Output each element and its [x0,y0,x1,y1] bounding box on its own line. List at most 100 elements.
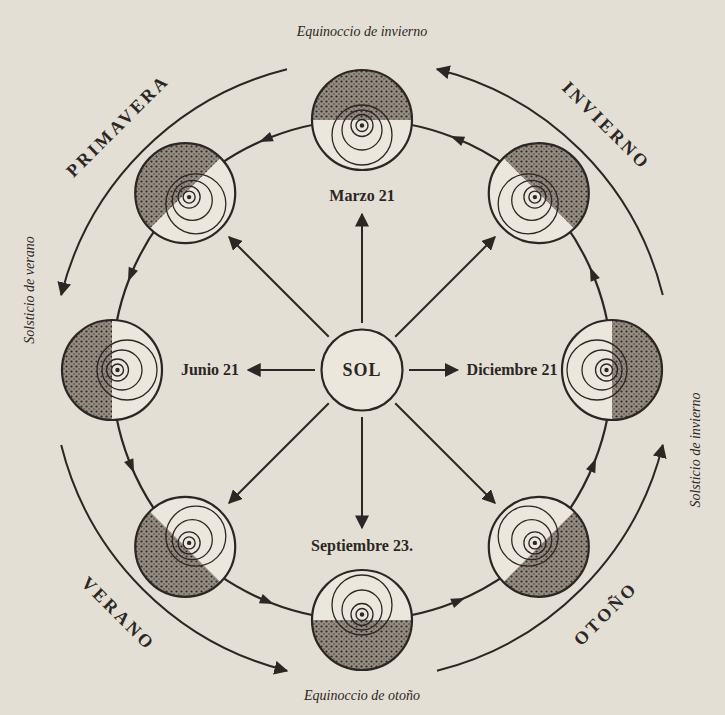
date-label: Junio 21 [181,361,239,379]
latitude-circle [342,110,382,150]
globe-outline [62,320,162,420]
note-text: Equinoccio de otoño [304,688,420,704]
earth-globe [135,497,235,597]
orbit-arrowhead [590,267,600,282]
globe-night-side [312,70,412,120]
pole-ring [529,191,541,203]
sun-ray-arrow [395,237,495,337]
earth-globe [489,143,589,243]
globe-night-side [503,511,588,596]
date-text: Diciembre 21 [467,361,558,379]
latitude-circle [332,105,392,165]
pole-dot [115,368,119,372]
pole-dot [360,612,364,616]
pole-ring [601,364,613,376]
orbit-arrowhead [124,458,134,473]
season-text: OTOÑO [570,578,643,651]
sun-ray-arrow [361,214,363,323]
note-text: Equinoccio de invierno [297,24,428,40]
orbit-arrowhead [259,594,274,604]
pole-ring [112,364,124,376]
latitude-circle [512,520,552,560]
pole-ring [356,120,368,132]
latitude-circle [172,180,212,220]
season-text: INVIERNO [558,78,655,175]
latitude-circle [582,350,622,390]
latitude-circle [97,340,157,400]
latitude-circle [102,350,142,390]
earth-globe [312,70,412,170]
season-text: PRIMAVERA [62,70,173,181]
pole-dot [533,541,537,545]
earth-globe [562,320,662,420]
globe-night-side [503,143,588,228]
date-text: Junio 21 [181,361,239,379]
latitude-circle [107,359,129,381]
globe-night-side [312,620,412,670]
globe-outline [312,570,412,670]
sun-ray-arrow [229,403,329,503]
date-text: Marzo 21 [329,187,394,205]
globe-outline [135,497,235,597]
latitude-circle [524,186,546,208]
sun-ray-arrow [395,403,495,503]
sun-circle: SOL [320,328,404,412]
orbit-arrowhead [259,132,274,142]
globe-outline [489,143,589,243]
date-label: Diciembre 21 [467,361,558,379]
latitude-circle [172,520,212,560]
sun-ray-arrow [409,369,458,371]
latitude-circle [596,359,618,381]
latitude-circle [332,575,392,635]
globe-lit-side [562,320,662,420]
season-text: VERANO [77,573,160,656]
orbit-circle [112,120,612,620]
date-text: Septiembre 23. [311,537,413,555]
globe-lit-side [135,497,235,597]
latitude-circle [342,590,382,630]
season-label: VERANO [77,573,160,656]
pole-ring [183,537,195,549]
pole-dot [604,368,608,372]
globe-lit-side [489,143,589,243]
note-label: Solsticio de verano [22,236,38,343]
globe-night-side [135,511,220,596]
sun-ray-arrow [361,417,363,528]
pole-ring [183,191,195,203]
latitude-circle [178,186,200,208]
orbit-arrowhead [450,598,465,608]
latitude-circle [498,174,558,234]
globe-lit-side [489,497,589,597]
pole-ring [529,537,541,549]
latitude-circle [166,506,226,566]
earth-globe [489,497,589,597]
earth-globe [135,143,235,243]
globe-lit-side [312,570,412,670]
orbit-arrowhead [586,458,596,473]
sun-ray-arrow [229,237,329,337]
latitude-circle [498,506,558,566]
orbit-arrowhead [450,136,465,146]
pole-dot [187,195,191,199]
note-label: Solsticio de invierno [688,392,704,507]
latitude-circle [351,604,373,626]
globe-lit-side [62,320,162,420]
orbit-arrowhead [128,267,138,282]
latitude-circle [178,532,200,554]
globe-outline [135,143,235,243]
pole-dot [533,195,537,199]
latitude-circle [567,340,627,400]
sun-shape [322,330,403,411]
note-label: Equinoccio de otoño [304,688,420,704]
sun-label: SOL [342,360,381,381]
pole-ring [356,609,368,621]
illustration-group [61,69,663,671]
latitude-circle [512,180,552,220]
globe-lit-side [312,70,412,170]
season-label: OTOÑO [570,578,643,651]
earth-globe [62,320,162,420]
season-label: PRIMAVERA [62,70,173,181]
latitude-circle [166,174,226,234]
note-text: Solsticio de invierno [688,392,704,507]
